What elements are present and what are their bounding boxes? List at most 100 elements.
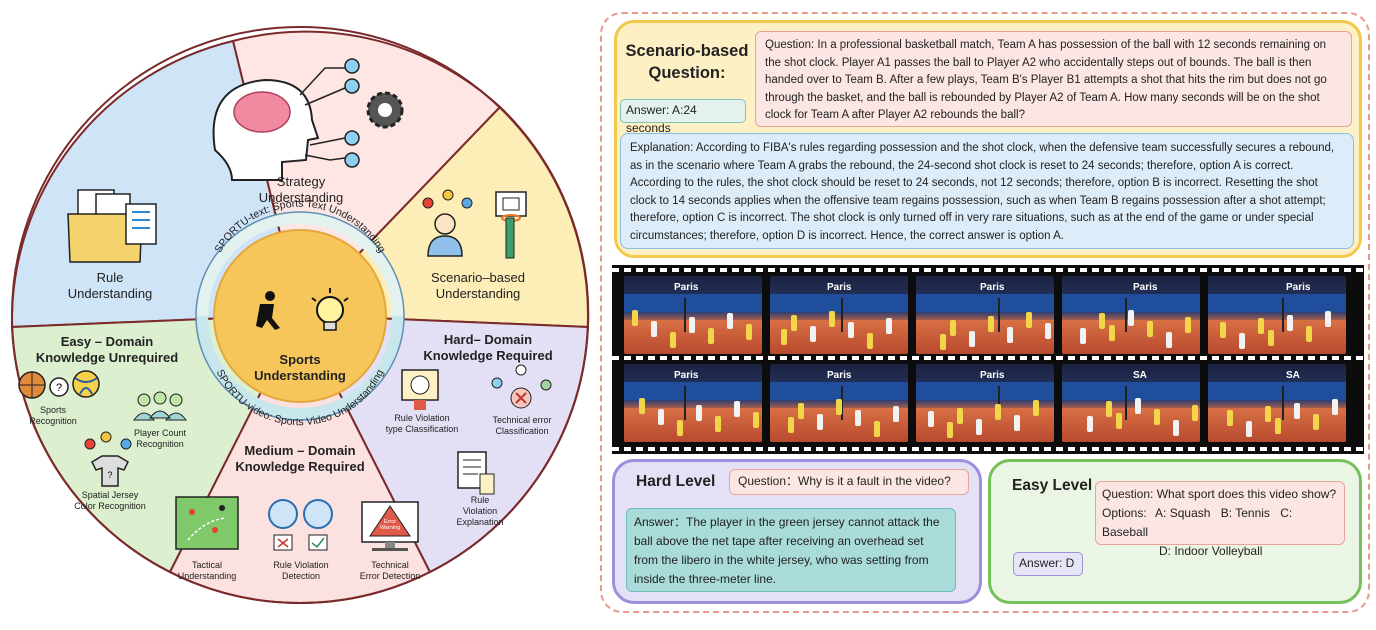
svg-text:?: ?	[107, 470, 112, 480]
rule-violation-type-label: Rule Violation type Classification	[385, 413, 459, 434]
basketball-hoop-icon	[495, 191, 527, 259]
error-warning-label: Error Warning	[380, 519, 401, 531]
hard-question-bubble: Question：Why is it a fault in the video?	[729, 469, 969, 495]
player-figure	[1287, 315, 1293, 331]
colored-dots-icon	[84, 431, 132, 450]
scenario-question-bubble: Question: In a professional basketball m…	[755, 31, 1352, 127]
player-figure	[874, 421, 880, 437]
rule-label: Rule Understanding	[67, 270, 153, 301]
tactical-board-icon	[175, 496, 239, 550]
player-figure	[1258, 318, 1264, 334]
easy-level-title: Easy Level	[1012, 477, 1093, 494]
basketball-icon	[18, 371, 46, 399]
player-figure	[957, 408, 963, 424]
video-frame: SA	[1208, 364, 1346, 442]
player-figure	[817, 414, 823, 430]
tactical-label: Tactical Understanding	[177, 560, 237, 581]
player-figure	[1268, 330, 1274, 346]
option-c: C: Baseball	[1102, 506, 1293, 539]
player-figure	[781, 329, 787, 345]
easy-answer-bubble: Answer: D	[1013, 552, 1083, 576]
player-figure	[1109, 325, 1115, 341]
player-figure	[1128, 310, 1134, 326]
technical-error-nodes-icon	[491, 364, 552, 409]
monitor-warning-icon	[361, 501, 419, 551]
center-label: Sports Understanding	[254, 352, 346, 383]
video-ring	[196, 316, 404, 420]
rule-violation-expl-label: Rule Violation Explanation	[456, 495, 504, 527]
document-list-icon	[457, 451, 495, 495]
player-figure	[746, 324, 752, 340]
player-figure	[1080, 328, 1086, 344]
examples-panel	[600, 12, 1370, 613]
player-figure	[689, 317, 695, 333]
player-figure	[1192, 405, 1198, 421]
player-figure	[969, 331, 975, 347]
scenario-explanation-bubble: Explanation: According to FIBA's rules r…	[620, 133, 1354, 249]
rule-violation-badge-icon	[401, 369, 439, 410]
option-b: B: Tennis	[1220, 506, 1270, 520]
player-figure	[1265, 406, 1271, 422]
player-figure	[1045, 323, 1051, 339]
lightbulb-icon	[311, 288, 349, 331]
player-figure	[810, 326, 816, 342]
player-figure	[753, 412, 759, 428]
player-figure	[829, 311, 835, 327]
player-figure	[670, 332, 676, 348]
player-figure	[1154, 409, 1160, 425]
player-figure	[976, 419, 982, 435]
person-idea-icon	[422, 189, 473, 257]
jersey-color-label: Spatial Jersey Color Recognition	[74, 490, 146, 511]
banner-text: SA	[1286, 370, 1300, 381]
player-figure	[855, 410, 861, 426]
player-figure	[1173, 420, 1179, 436]
video-frame: Paris	[624, 276, 762, 354]
player-figure	[1275, 418, 1281, 434]
player-figure	[632, 310, 638, 326]
player-figure	[696, 405, 702, 421]
player-figure	[1313, 414, 1319, 430]
video-frame: SA	[1062, 364, 1200, 442]
player-figure	[950, 320, 956, 336]
easy-domain-label: Easy – Domain Knowledge Unrequired	[35, 334, 179, 365]
scenario-label: Scenario–based Understanding	[431, 270, 525, 301]
player-count-icon	[133, 391, 187, 421]
player-figure	[727, 313, 733, 329]
scenario-answer-bubble: Answer: A:24 seconds	[620, 99, 746, 135]
gear-icon	[366, 91, 404, 129]
rule-violation-detection-icon	[268, 499, 333, 551]
banner-text: Paris	[1133, 282, 1158, 293]
player-count-label: Player Count Recognition	[133, 428, 187, 449]
player-figure	[1106, 401, 1112, 417]
running-person-icon	[256, 291, 280, 330]
text-ring	[196, 212, 404, 316]
player-figure	[791, 315, 797, 331]
video-frame: Paris	[770, 364, 908, 442]
options-label: Options:	[1102, 506, 1147, 520]
player-figure	[1166, 332, 1172, 348]
svg-text:?: ?	[56, 382, 62, 394]
jersey-icon: ?	[91, 455, 129, 487]
technical-error-class-label: Technical error Classification	[492, 415, 552, 436]
player-figure	[1147, 321, 1153, 337]
banner-text: Paris	[827, 370, 852, 381]
player-figure	[1007, 327, 1013, 343]
player-figure	[1026, 312, 1032, 328]
hard-domain-label: Hard– Domain Knowledge Required	[423, 332, 553, 363]
player-figure	[1099, 313, 1105, 329]
player-figure	[836, 399, 842, 415]
player-figure	[651, 321, 657, 337]
scenario-title: Scenario-based Question:	[625, 42, 749, 82]
strategy-label: Strategy Understanding	[258, 174, 344, 205]
banner-text: SA	[1133, 370, 1147, 381]
player-figure	[1332, 399, 1338, 415]
option-a: A: Squash	[1155, 506, 1211, 520]
player-figure	[1239, 333, 1245, 349]
player-figure	[995, 404, 1001, 420]
hard-answer-bubble: Answer：The player in the green jersey ca…	[626, 508, 956, 592]
video-frame: Paris	[624, 364, 762, 442]
banner-text: Paris	[980, 282, 1005, 293]
player-figure	[1014, 415, 1020, 431]
hard-level-title: Hard Level	[636, 473, 716, 490]
option-d: D: Indoor Volleyball	[1159, 544, 1263, 558]
